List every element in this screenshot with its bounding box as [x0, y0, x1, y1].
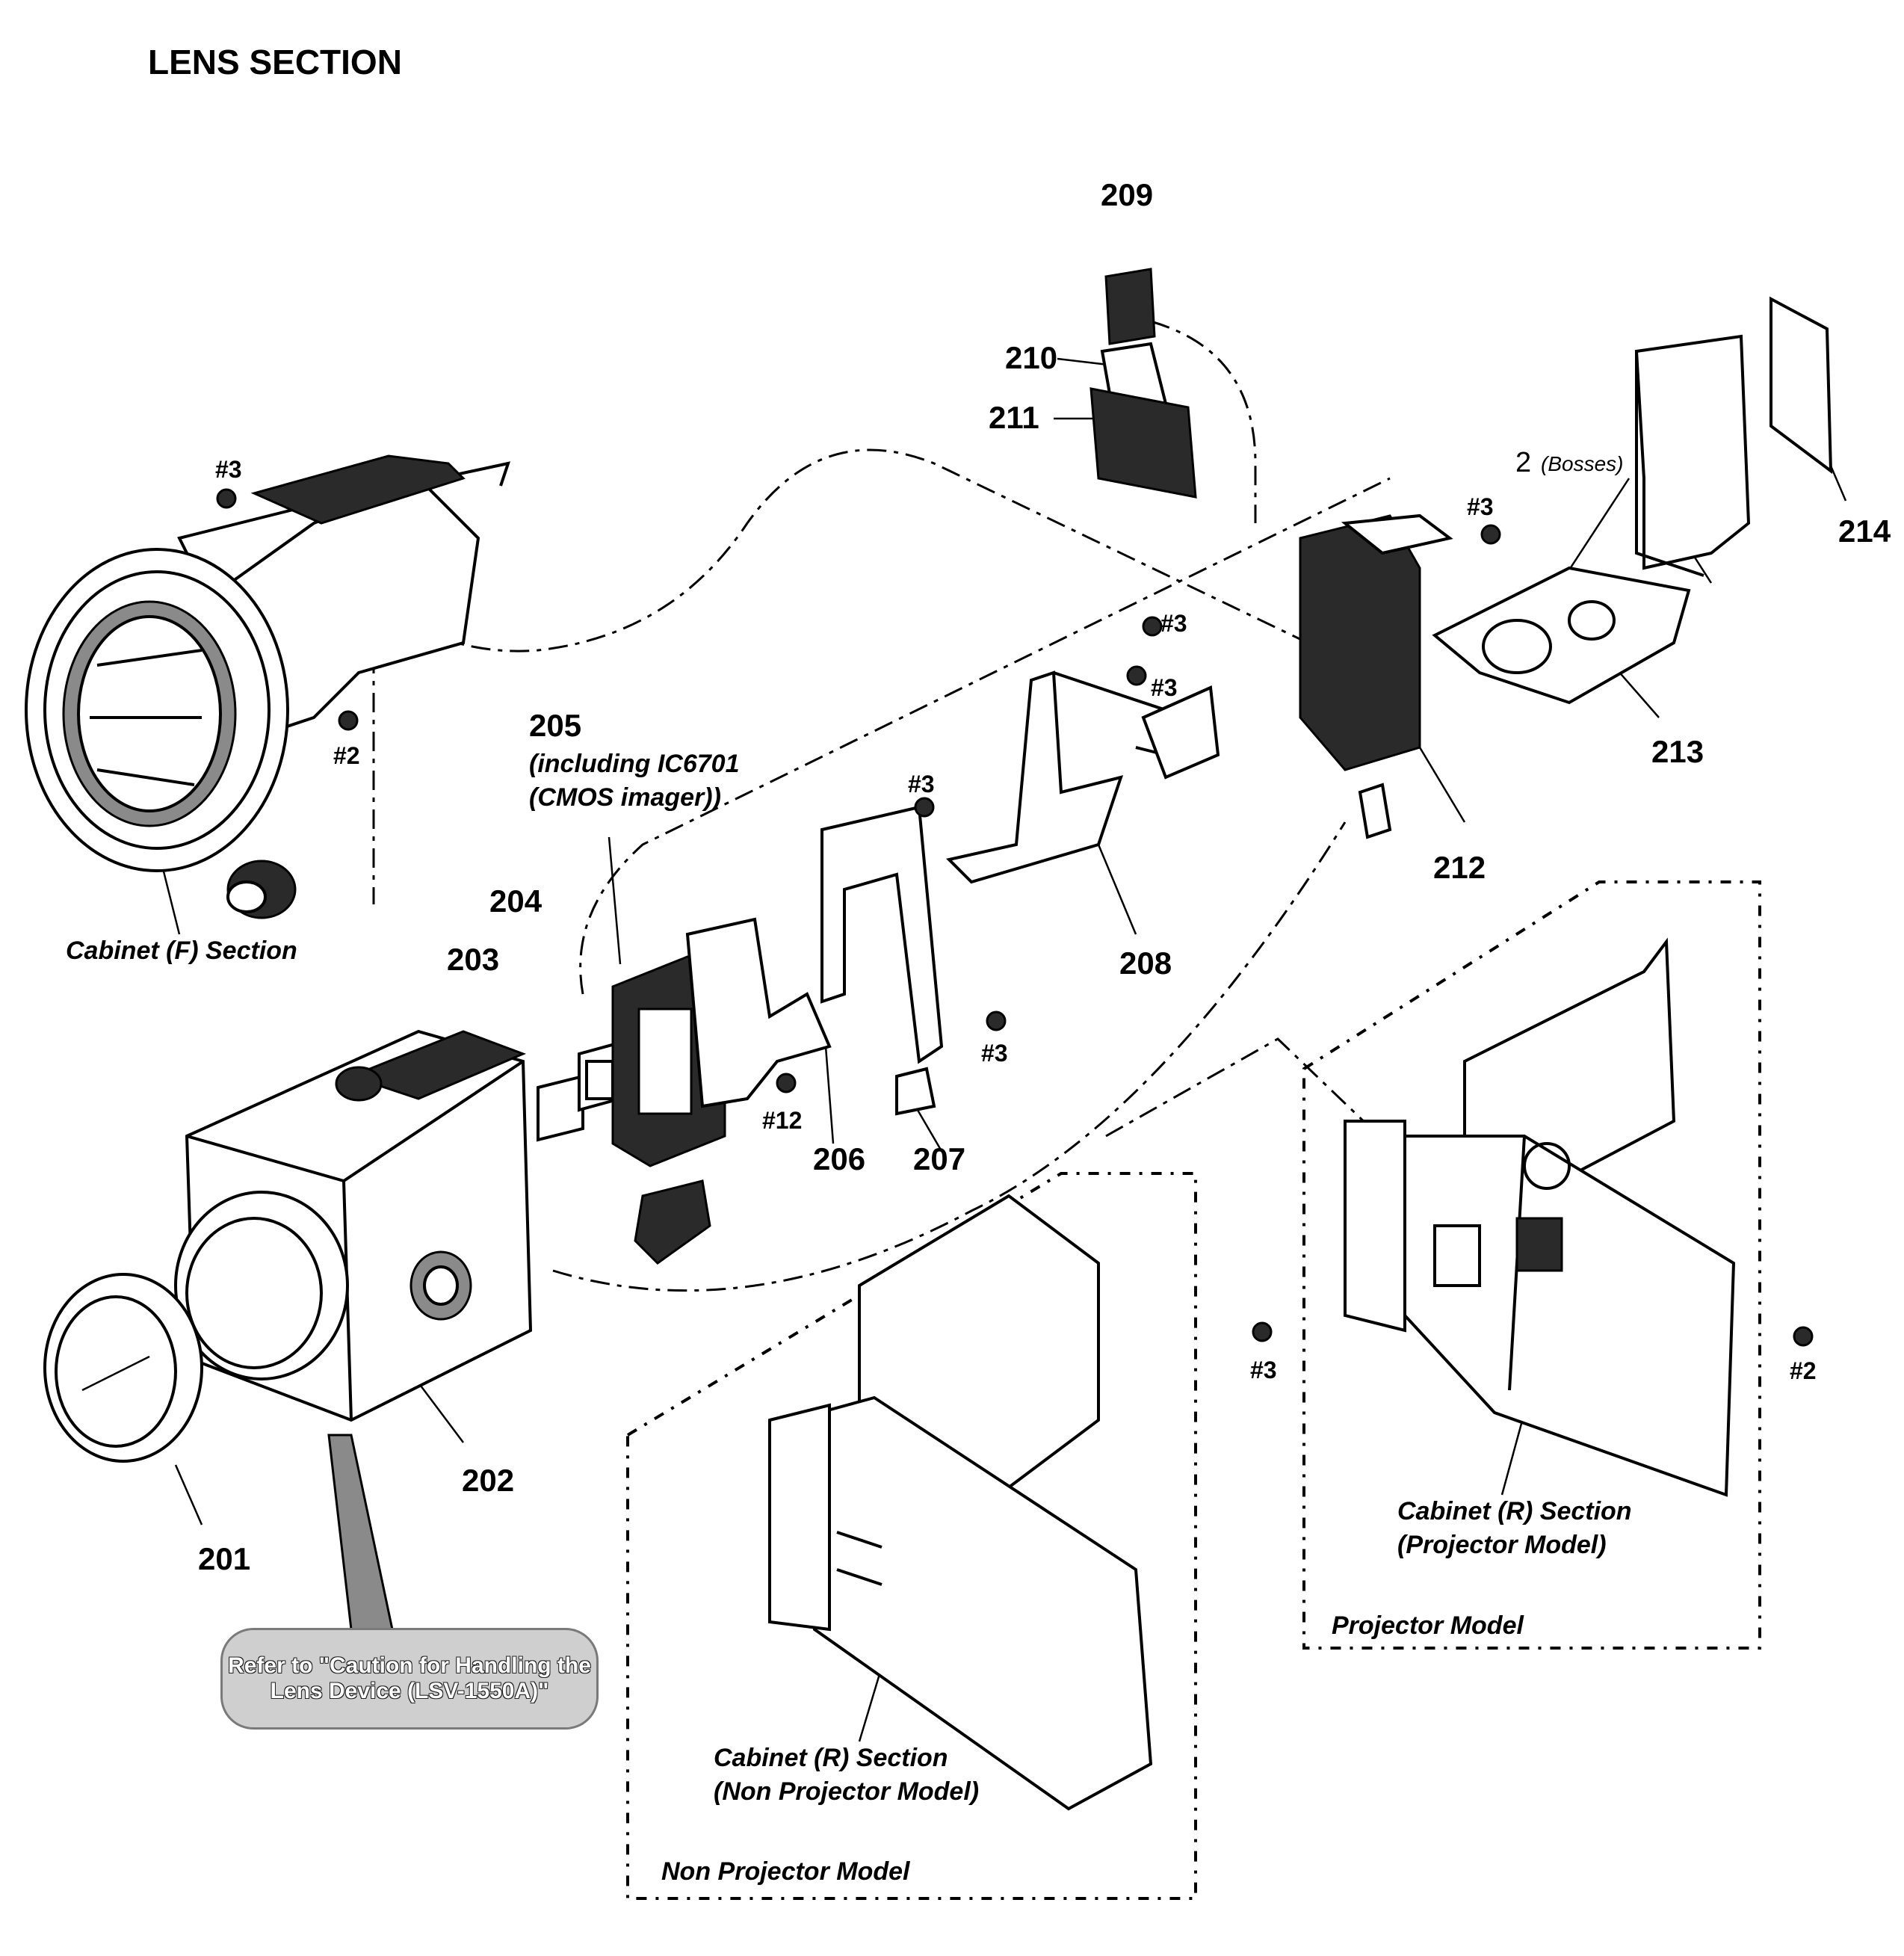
screw-label-2-proj: #2	[1790, 1357, 1817, 1384]
part-label-210: 210	[1005, 340, 1058, 375]
guide-line-lower	[552, 821, 1347, 1292]
cabinet-r-non-projector-label-2: (Non Projector Model)	[714, 1777, 980, 1806]
part-label-209: 209	[1101, 177, 1154, 212]
screw-label-3-lower: #3	[981, 1040, 1008, 1067]
screw-label-12: #12	[762, 1107, 803, 1134]
part-203-drawing	[537, 1074, 584, 1142]
guide-line-cmos	[579, 477, 1391, 995]
cabinet-r-non-projector-drawing	[768, 1194, 1153, 1811]
lens-block-202-drawing	[174, 1029, 533, 1422]
parts-209-211-drawing	[1089, 268, 1197, 499]
caution-note: Refer to "Caution for Handling the Lens …	[220, 1628, 599, 1730]
part-label-214: 214	[1838, 513, 1891, 549]
guide-line-209	[1150, 320, 1257, 523]
leader-207	[914, 1105, 943, 1152]
screw-label-2-left: #2	[333, 742, 360, 769]
screw-icons	[216, 488, 1814, 1347]
part-206-drawing	[685, 917, 832, 1108]
part-label-203: 203	[447, 942, 500, 977]
part-label-208: 208	[1119, 945, 1172, 981]
part-label-206: 206	[813, 1141, 866, 1176]
part-label-204: 204	[489, 883, 543, 919]
part-212-drawing	[1299, 513, 1453, 839]
cabinet-r-projector-drawing	[1344, 937, 1736, 1497]
leader-205	[608, 836, 622, 965]
screw-label-3-upper-b: #3	[1151, 674, 1178, 701]
parts-213-214-drawing	[1432, 296, 1833, 705]
note-pointer	[327, 1434, 394, 1631]
cabinet-r-projector-label-1: Cabinet (R) Section	[1397, 1497, 1632, 1525]
part-label-205-desc-1: (including IC6701	[529, 750, 740, 778]
cabinet-r-non-projector-label-1: Cabinet (R) Section	[714, 1744, 948, 1772]
projector-model-label: Projector Model	[1332, 1611, 1524, 1640]
projector-model-box	[1302, 880, 1761, 1650]
part-label-205: 205	[529, 708, 582, 743]
screw-label-3-top-left: #3	[215, 456, 242, 483]
cabinet-r-projector-label-2: (Projector Model)	[1397, 1531, 1607, 1559]
part-label-205-desc-2: (CMOS imager))	[529, 783, 721, 812]
part-label-207: 207	[913, 1141, 966, 1176]
screw-label-3-upper-a: #3	[1160, 610, 1187, 637]
leader-202	[418, 1382, 464, 1443]
leader-212	[1418, 747, 1466, 823]
bosses-label: (Bosses)	[1541, 452, 1624, 475]
part-label-213: 213	[1651, 734, 1704, 769]
screw-label-3-mid: #3	[908, 771, 935, 797]
ring-201-drawing	[43, 1273, 203, 1463]
non-projector-model-box	[626, 1172, 1197, 1900]
cabinet-f-section-label: Cabinet (F) Section	[66, 937, 297, 965]
screw-label-3-cab: #3	[1467, 493, 1494, 520]
part-label-212: 212	[1433, 850, 1486, 885]
bosses-count: 2	[1515, 447, 1532, 478]
leader-cab-r-proj	[1500, 1412, 1526, 1496]
cabinet-f-section-drawing	[25, 454, 511, 919]
screw-label-3-proj: #3	[1250, 1357, 1277, 1383]
bracket-207-208-drawing	[820, 670, 1220, 1116]
leader-206	[824, 1046, 835, 1144]
part-label-202: 202	[462, 1463, 515, 1498]
part-label-201: 201	[198, 1541, 251, 1576]
leader-208	[1097, 844, 1137, 935]
leader-201	[174, 1464, 203, 1525]
leader-cab-r-non	[858, 1666, 883, 1742]
part-label-211: 211	[989, 400, 1039, 435]
page-title: LENS SECTION	[148, 43, 402, 81]
non-projector-model-label: Non Projector Model	[661, 1857, 910, 1886]
